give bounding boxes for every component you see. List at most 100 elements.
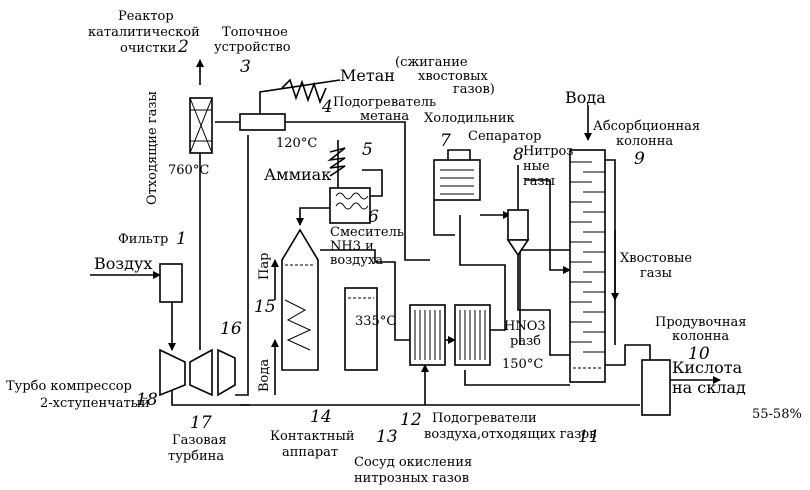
label-hno3-2: разб <box>510 334 541 349</box>
label-cooler: Холодильник <box>424 111 515 126</box>
number-7: 7 <box>440 131 451 151</box>
label-vessel-2: нитрозных газов <box>354 471 469 486</box>
label-methane: Метан <box>340 66 395 85</box>
label-temp-760: 760°C <box>168 163 209 178</box>
label-furnace-2: устройство <box>214 40 291 55</box>
label-turbo-1: Турбо компрессор <box>6 379 132 394</box>
process-lines <box>90 59 721 406</box>
contact-apparatus <box>281 228 319 371</box>
label-turbine-1: Газовая <box>172 433 227 448</box>
label-absorber-2: колонна <box>616 134 673 149</box>
turbo-compressor <box>159 348 186 397</box>
tail-gas-line <box>605 159 616 345</box>
label-temp-120: 120°C <box>276 136 317 151</box>
label-purge-1: Продувочная <box>655 315 747 330</box>
number-11: 11 <box>578 427 600 447</box>
ammonia-heater-coil <box>327 147 346 177</box>
label-mixer-3: воздуха <box>330 253 383 268</box>
number-4: 4 <box>321 97 333 117</box>
label-tail-2: газы <box>640 266 672 281</box>
label-steam: Пар <box>257 253 272 280</box>
number-10: 10 <box>688 344 710 364</box>
heater-11 <box>454 304 491 366</box>
mixer-to-contact-line <box>296 207 330 226</box>
label-heaters-2: воздуха,отходящих газов <box>424 427 597 442</box>
label-absorber-1: Абсорбционная <box>593 119 700 134</box>
cooler-water-line <box>447 149 471 160</box>
contact-to-heater-line <box>320 249 410 341</box>
turbine-stage-16 <box>217 348 236 397</box>
nitrous-gas-line <box>525 179 571 274</box>
label-ammonia: Аммиак <box>264 165 331 184</box>
label-reactor-3: очистки <box>120 41 176 56</box>
label-nitrous-3: газы <box>523 174 555 189</box>
label-water-side: Вода <box>257 359 272 392</box>
number-15: 15 <box>254 297 276 317</box>
cooler <box>433 159 481 201</box>
label-burn-3: газов) <box>453 82 495 97</box>
label-tail-1: Хвостовые <box>620 251 692 266</box>
tail-gas-return-line <box>285 121 430 261</box>
label-hno3-1: HNO3 <box>504 319 546 334</box>
label-vessel-1: Сосуд окисления <box>354 455 472 470</box>
label-reactor-1: Реактор <box>118 9 174 24</box>
number-3: 3 <box>240 57 251 77</box>
label-turbo-2: 2-хступенчатый <box>40 396 150 411</box>
label-burn-2: хвостовых <box>418 69 488 84</box>
label-heater-2: метана <box>360 109 409 124</box>
label-temp-335: 335°C <box>355 314 396 329</box>
label-mixer-2: NH3 и <box>330 239 374 254</box>
heater-to-cooler-line <box>459 215 506 331</box>
label-burn-1: (сжигание <box>395 55 468 70</box>
number-8: 8 <box>513 145 524 165</box>
label-water-top: Вода <box>565 88 606 107</box>
text-labels: Реактор каталитической очистки Топочное … <box>6 9 802 486</box>
number-12: 12 <box>400 410 422 430</box>
label-contact-2: аппарат <box>282 445 338 460</box>
label-furnace-1: Топочное <box>222 25 288 40</box>
methane-heater-coil <box>281 78 327 105</box>
number-16: 16 <box>220 319 242 339</box>
label-acid-1: Кислота <box>672 358 743 377</box>
label-air: Воздух <box>94 254 152 273</box>
gas-turbine <box>189 348 213 397</box>
label-mixer-1: Смеситель <box>330 225 404 240</box>
mixer <box>329 187 371 224</box>
label-temp-150: 150°C <box>502 357 543 372</box>
label-purge-2: колонна <box>672 329 729 344</box>
number-9: 9 <box>634 149 645 169</box>
label-contact-1: Контактный <box>270 429 355 444</box>
heater-12 <box>409 304 446 366</box>
absorption-column <box>569 149 606 383</box>
mixer-loop-line <box>362 169 383 197</box>
label-acid-concentration: 55-58% <box>752 407 802 422</box>
number-5: 5 <box>362 140 373 160</box>
catalytic-reactor <box>189 97 213 154</box>
absorber-to-purge-line <box>605 344 651 366</box>
label-reactor-2: каталитической <box>88 25 200 40</box>
label-separator: Сепаратор <box>468 129 541 144</box>
furnace-down-line <box>235 135 249 396</box>
label-exhaust-gases: Отходящие газы <box>145 91 160 205</box>
label-filter: Фильтр <box>118 232 168 247</box>
number-2: 2 <box>177 37 189 57</box>
label-nitrous-1: Нитроз <box>523 144 573 159</box>
dilute-acid-line <box>517 255 570 356</box>
oxidation-vessel <box>344 287 378 371</box>
cooler-return-line <box>433 200 455 236</box>
equipment-numbers: 1 2 3 4 5 6 7 8 9 10 11 12 13 14 15 16 1… <box>136 37 710 447</box>
number-1: 1 <box>176 229 187 249</box>
label-heater-1: Подогреватель <box>333 95 436 110</box>
filter-unit <box>159 263 183 303</box>
label-turbine-2: турбина <box>168 449 224 464</box>
number-6: 6 <box>368 207 379 227</box>
furnace <box>239 113 286 131</box>
label-acid-2: на склад <box>672 378 746 397</box>
separator <box>506 209 530 257</box>
label-heaters-1: Подогреватели <box>432 411 537 426</box>
number-17: 17 <box>190 413 212 433</box>
number-18: 18 <box>136 390 158 410</box>
number-14: 14 <box>310 407 332 427</box>
number-13: 13 <box>376 427 398 447</box>
